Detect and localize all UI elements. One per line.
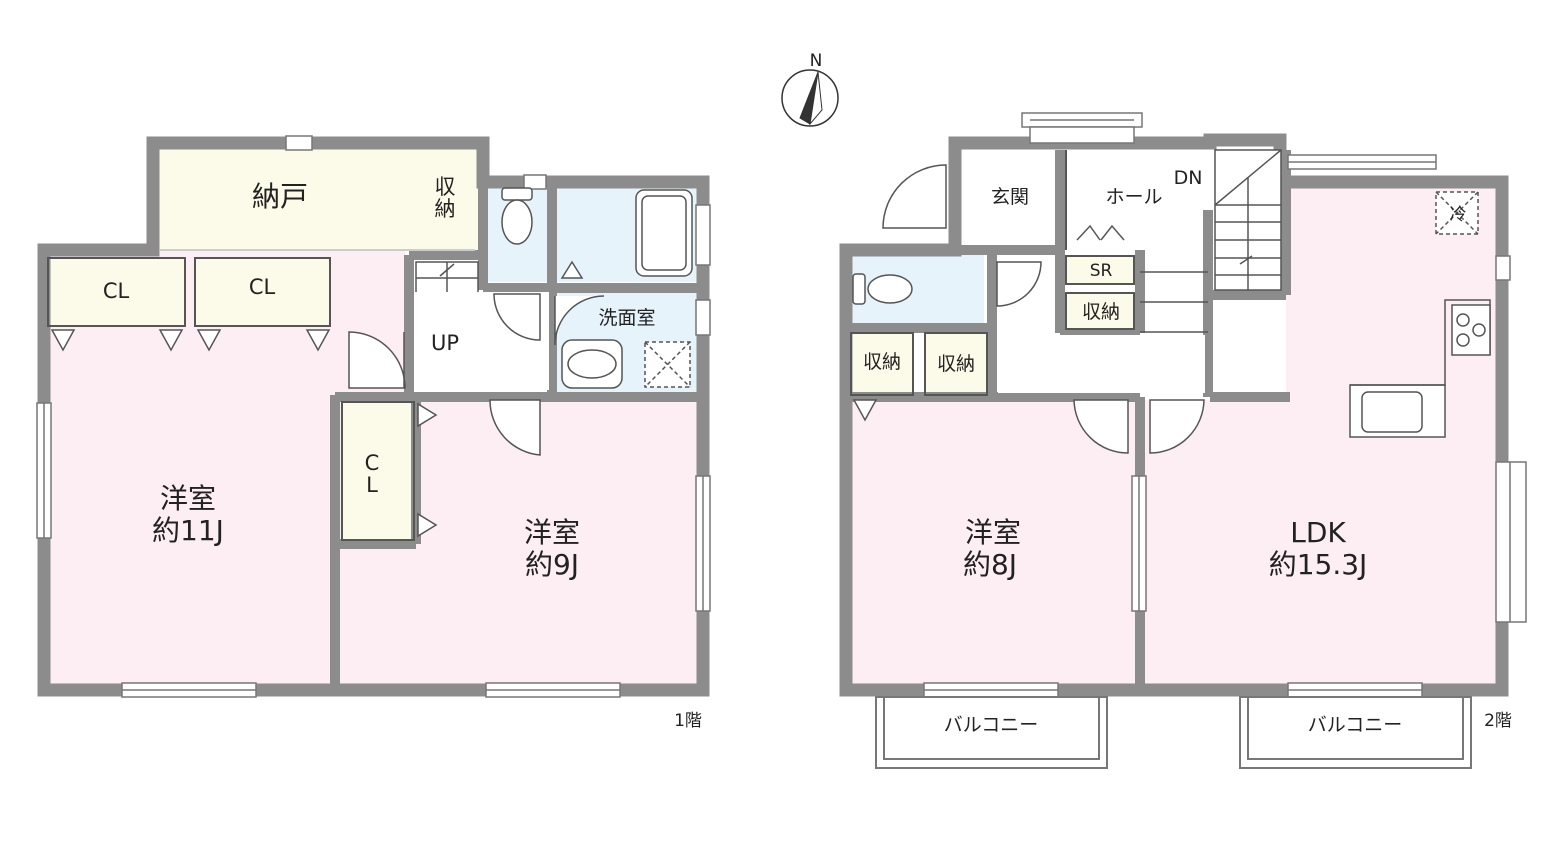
ldk-fill (1140, 182, 1502, 690)
windows-1f (36, 135, 711, 698)
ldk-name: LDK (1290, 516, 1346, 549)
closet-a-label: CL (103, 279, 130, 303)
room-2f-fill (846, 400, 1140, 690)
floor-2-label: 2階 (1484, 711, 1512, 731)
toilet-tank-2f (852, 273, 866, 305)
storage-room-fill (155, 143, 483, 250)
storage-room-label: 納戸 (252, 180, 308, 213)
windows-2f (923, 112, 1527, 698)
closet-b-label: CL (249, 275, 276, 299)
room-2f-name: 洋室 (965, 516, 1021, 549)
floor-2: 玄関 ホール DN SR 収納 収納 収納 冷 洋室 約8J LDK 約15.3… (839, 112, 1527, 769)
washroom-label: 洗面室 (598, 307, 655, 329)
compass: N (781, 51, 839, 127)
shoe-rack-fill (1066, 256, 1134, 284)
toilet-tank-1f (501, 187, 533, 201)
storage-1-fill (851, 333, 913, 395)
storage-side-label-2: 納 (435, 197, 456, 221)
toilet-bowl-1f (501, 199, 533, 245)
closet-door-2f (852, 399, 878, 422)
ldk-size: 約15.3J (1269, 548, 1368, 581)
hall-label: ホール (1105, 186, 1162, 208)
interior-walls-1f (330, 182, 703, 690)
fridge-label: 冷 (1450, 205, 1467, 225)
room-west-name: 洋室 (160, 482, 216, 515)
room-east-name: 洋室 (524, 516, 580, 549)
room-2f-size: 約8J (963, 548, 1017, 581)
thin-lines-2f (850, 150, 1135, 396)
up-label: UP (431, 331, 459, 355)
storage-2-fill (925, 333, 987, 395)
storage-3-label: 収納 (1082, 301, 1120, 323)
storage-1-label: 収納 (863, 351, 901, 373)
closet-c-fill (342, 402, 414, 540)
stairs-2f (1214, 149, 1282, 291)
balcony-right (1239, 696, 1472, 769)
stairs-lower-2f (1140, 271, 1208, 333)
doors-1f (348, 293, 605, 456)
balcony-left (875, 696, 1108, 769)
balcony-left-label: バルコニー (944, 714, 1039, 736)
closet-lines-1f (47, 249, 475, 541)
exterior-wall-2f (839, 133, 1509, 697)
closet-b-fill (195, 258, 330, 326)
closet-c-label-2: L (366, 473, 378, 497)
floor-1-label: 1階 (674, 711, 702, 731)
storage-3-fill (1066, 293, 1134, 329)
bathtub-1f (635, 189, 693, 277)
entrance-label: 玄関 (991, 186, 1029, 208)
hall-lower-2f (998, 335, 1205, 393)
interior-walls-2f (846, 150, 1291, 690)
floor-1: 納戸 収 納 CL CL C L UP 洗面室 洋室 約11J 洋室 約9J 1… (36, 135, 711, 731)
down-label: DN (1174, 167, 1203, 189)
balcony-right-label: バルコニー (1308, 714, 1403, 736)
shoe-rack-label: SR (1090, 261, 1113, 281)
storage-side-label-1: 収 (435, 175, 456, 199)
fixtures-2f (852, 191, 1491, 438)
room-west-size: 約11J (152, 514, 224, 547)
fixtures-1f (501, 187, 693, 389)
kitchen-sink (1361, 391, 1423, 433)
doors-2f (882, 164, 1205, 454)
pink-area-1f (44, 250, 405, 690)
room-east-size: 約9J (525, 548, 579, 581)
balconies (875, 696, 1472, 769)
compass-north-label: N (810, 51, 823, 71)
toilet-2f-fill (846, 255, 984, 323)
closet-doors-1f (50, 329, 438, 538)
storage-2-label: 収納 (937, 353, 975, 375)
toilet-bowl-2f (867, 274, 913, 304)
closet-c-label-1: C (365, 451, 380, 475)
closet-a-fill (48, 258, 185, 326)
